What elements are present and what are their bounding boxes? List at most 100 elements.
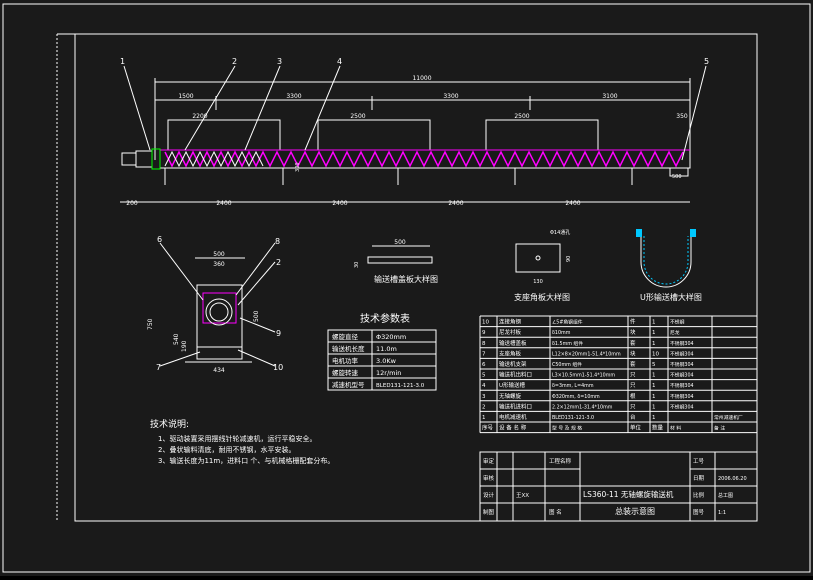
dim-bottom-1: 2400 <box>216 200 231 207</box>
bom-header-spec: 型 号 及 规 格 <box>552 425 582 432</box>
main-view: 11000 1500 3300 3300 3100 2200 2500 2500… <box>120 57 709 207</box>
reducer-body <box>135 150 153 168</box>
sec-leader-10 <box>237 349 276 367</box>
leader-5 <box>681 65 707 161</box>
sec-w2: 360 <box>213 261 225 268</box>
outlet-body <box>669 167 689 177</box>
bom-cell-no: 5 <box>482 373 486 379</box>
dim-bottom-2: 2400 <box>332 200 347 207</box>
dim-seg-1: 1500 <box>178 93 193 100</box>
tb-drawing-name-2: 总装示意图 <box>615 506 655 516</box>
detail-cover-plate: 500 30 输送槽盖板大样图 <box>354 239 438 284</box>
dim-bottom-3: 2400 <box>448 200 463 207</box>
detail-u-trough: U形输送槽大样图 <box>636 229 702 302</box>
u-trough-outer <box>640 236 692 288</box>
title-block: 审定 审核 设计 制图 王XX 工程名称 图 名 LS360-11 无轴螺旋输送… <box>479 451 758 522</box>
u-caption: U形输送槽大样图 <box>640 292 702 302</box>
bom-header-unit: 单位 <box>630 424 642 432</box>
bom-cell-unit: 件 <box>630 318 636 326</box>
bom-cell-name: 输送机支架 <box>499 360 527 368</box>
bom-cell-no: 3 <box>482 394 486 400</box>
drive-flange <box>151 148 161 170</box>
tb-right-label-3: 图号 <box>693 508 705 516</box>
bom-cell-spec: L3×10.5mm1-51.4*10mm <box>552 373 615 379</box>
bom-cell-name: 无轴螺旋 <box>499 392 522 400</box>
detail-support-plate: Φ14通孔 90 130 支座角板大样图 <box>514 229 572 302</box>
bom-cell-qty: 1 <box>652 330 656 336</box>
tb-drawing-label: 图 名 <box>549 508 562 516</box>
dim-total: 11000 <box>412 75 431 82</box>
support-caption: 支座角板大样图 <box>514 292 570 302</box>
callout-1: 1 <box>120 57 125 66</box>
dim-bottom-left: 200 <box>126 200 138 207</box>
sec-leader-8 <box>235 242 276 296</box>
tb-date: 2006.06.20 <box>718 476 747 482</box>
dim-inlet-1: 2200 <box>192 113 207 120</box>
tech-notes: 技术说明: 1、驱动装置采用摆线针轮减速机，运行平稳安全。 2、叠状输料清底，耐… <box>150 418 334 465</box>
sec-spiral-inner <box>209 302 229 322</box>
inlet-box-1 <box>167 119 281 151</box>
bom-cell-unit: 套 <box>630 339 636 347</box>
bom-cell-spec: δ=3mm, L=4mm <box>552 383 594 389</box>
tb-label-0: 审定 <box>483 457 495 465</box>
bom-cell-mat: 不锈钢304 <box>670 372 694 379</box>
bom-cell-no: 4 <box>482 383 486 389</box>
bom-cell-name: 输送机出料口 <box>499 371 532 379</box>
section-view: 500 360 434 750 540 190 500 6 8 2 9 7 10 <box>147 235 283 374</box>
bom-cell-qty: 1 <box>652 415 656 421</box>
tech-val-1: 11.0m <box>376 345 397 353</box>
dim-inlet-2: 2500 <box>350 113 365 120</box>
bom-cell-mat: 不锈钢304 <box>670 382 694 389</box>
bom-cell-qty: 1 <box>652 383 656 389</box>
bom-header-mat: 材 料 <box>670 425 681 432</box>
bom-cell-mat: 不锈钢304 <box>670 393 694 400</box>
sec-h2: 540 <box>173 333 180 345</box>
bom-cell-qty: 1 <box>652 373 656 379</box>
bom-header-no: 序号 <box>482 424 494 432</box>
dim-height: 300 <box>295 162 301 172</box>
sec-callout-2: 2 <box>276 258 281 267</box>
dim-right-end: 350 <box>676 113 688 120</box>
bom-cell-name: U形输送槽 <box>499 381 526 389</box>
bom-cell-no: 6 <box>482 362 486 368</box>
tech-key-3: 螺旋转速 <box>332 368 359 377</box>
tech-notes-title: 技术说明: <box>150 418 189 430</box>
bom-cell-spec: δ10mm <box>552 330 571 336</box>
bom-cell-qty: 1 <box>652 320 656 326</box>
tech-params-title: 技术参数表 <box>360 312 410 325</box>
bom-cell-no: 10 <box>482 320 489 326</box>
leader-2 <box>184 65 236 151</box>
sec-callout-7: 7 <box>156 363 161 372</box>
sec-callout-8: 8 <box>275 237 280 246</box>
bom-cell-unit: 台 <box>630 413 636 421</box>
bom-cell-spec: δ1.5mm 组件 <box>552 340 583 347</box>
bom-cell-unit: 块 <box>630 349 636 357</box>
bom-cell-unit: 只 <box>630 372 636 379</box>
spiral-helix <box>164 150 684 168</box>
bom-cell-spec: L12×8×20mm1-51.4*10mm <box>552 351 621 357</box>
tb-right-label-2: 比例 <box>693 491 705 499</box>
leader-3 <box>244 65 281 151</box>
bom-cell-no: 9 <box>482 330 486 336</box>
sec-h1: 750 <box>147 318 154 330</box>
bom-cell-mat: 不锈钢304 <box>670 403 694 410</box>
sec-right: 500 <box>253 310 260 322</box>
sec-base <box>196 346 243 360</box>
sec-leader-9 <box>239 317 276 333</box>
dim-bottom-4: 2400 <box>565 200 580 207</box>
bom-cell-qty: 1 <box>652 394 656 400</box>
dim-seg-3: 3300 <box>443 93 458 100</box>
sec-leader-2 <box>237 261 276 306</box>
tech-note-2: 2、叠状输料清底，耐用不锈钢，水平安装。 <box>158 445 295 454</box>
sec-leader-6 <box>159 242 204 301</box>
cover-plate <box>367 256 433 264</box>
bom-cell-name: 支座角板 <box>499 349 522 357</box>
sec-frame <box>196 284 243 348</box>
bom-cell-mat: 尼龙 <box>670 329 680 336</box>
support-dim-v: 90 <box>566 256 572 262</box>
bom-cell-name: 输送槽盖板 <box>499 339 527 347</box>
tech-note-3: 3、输送长度为11m，进料口 个、与机械格栅配套分布。 <box>158 456 334 465</box>
bom-header-note: 备 注 <box>714 425 725 432</box>
bom-cell-unit: 块 <box>630 328 636 336</box>
tech-val-2: 3.0Kw <box>376 357 397 365</box>
